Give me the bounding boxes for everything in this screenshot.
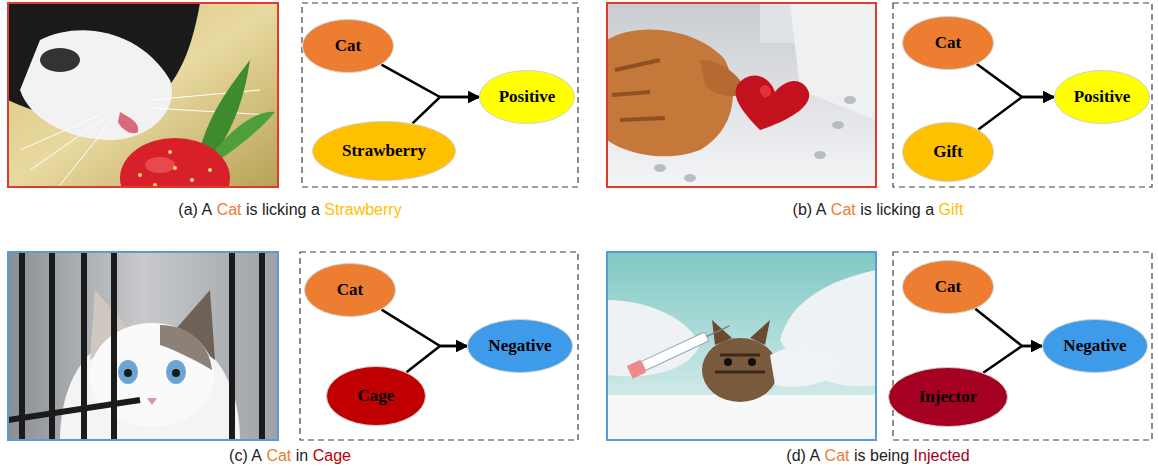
node-label: Positive bbox=[499, 88, 556, 107]
dashed-panel bbox=[300, 252, 578, 440]
ellipse-fill bbox=[303, 20, 394, 73]
photo-frame bbox=[8, 3, 278, 187]
node-label: Positive bbox=[1074, 88, 1131, 107]
caption-text: in bbox=[296, 447, 308, 465]
caption-text: (a) A bbox=[178, 201, 212, 219]
panel-caption: (a) A Catis licking aStrawberry bbox=[178, 201, 401, 219]
photo-cat-cage bbox=[8, 252, 278, 440]
ellipse-fill bbox=[305, 264, 396, 317]
caption-text: is licking a bbox=[860, 201, 934, 219]
photo-cat-gift bbox=[607, 3, 876, 187]
node-label: Strawberry bbox=[342, 142, 426, 161]
caption-text: Cage bbox=[313, 447, 351, 465]
node-label: Negative bbox=[488, 337, 551, 356]
panel-caption: (d) A Catis being Injected bbox=[786, 447, 969, 465]
caption-text: Injected bbox=[914, 447, 970, 465]
caption-text: (b) A bbox=[793, 201, 827, 219]
caption-text: Strawberry bbox=[324, 201, 401, 219]
concept-ellipse: Negative bbox=[1042, 319, 1148, 373]
ellipse-fill bbox=[903, 123, 994, 182]
dashed-panel bbox=[302, 3, 578, 187]
caption-text: Cat bbox=[266, 447, 291, 465]
merge-arrow bbox=[977, 64, 1054, 97]
caption-text: (c) A bbox=[229, 447, 262, 465]
caption-text: Gift bbox=[939, 201, 964, 219]
caption-text: Cat bbox=[825, 447, 850, 465]
concept-ellipse: Cage bbox=[326, 366, 426, 426]
photo-cat-strawberry bbox=[8, 3, 278, 187]
concept-ellipse: Positive bbox=[479, 70, 575, 124]
photo-frame bbox=[607, 252, 876, 440]
merge-arrow bbox=[382, 310, 467, 346]
caption-text: (d) A bbox=[786, 447, 820, 465]
ellipse-fill bbox=[1055, 71, 1150, 124]
concept-ellipse: Negative bbox=[467, 319, 573, 373]
panel-caption: (b) ACatis licking a Gift bbox=[793, 201, 964, 219]
merge-arrow bbox=[978, 97, 1054, 129]
merge-arrow bbox=[983, 346, 1042, 373]
caption-text: Cat bbox=[217, 201, 242, 219]
dashed-panel bbox=[893, 3, 1152, 187]
concept-ellipse: Cat bbox=[304, 263, 396, 317]
ellipse-fill bbox=[903, 17, 994, 70]
ellipse-fill bbox=[1043, 320, 1148, 373]
caption-text: is being bbox=[854, 447, 909, 465]
concept-ellipse: Positive bbox=[1054, 70, 1150, 124]
ellipse-fill bbox=[313, 122, 456, 181]
merge-arrow bbox=[975, 309, 1042, 346]
merge-arrow bbox=[413, 97, 479, 123]
ellipse-fill bbox=[903, 261, 994, 314]
node-label: Injector bbox=[919, 388, 978, 407]
merge-arrow bbox=[381, 65, 479, 97]
photo-frame bbox=[607, 3, 876, 187]
node-label: Cat bbox=[935, 34, 961, 53]
concept-ellipse: Injector bbox=[888, 367, 1008, 427]
concept-ellipse: Cat bbox=[902, 260, 994, 314]
merge-arrow bbox=[406, 346, 467, 372]
panel-caption: (c) ACatin Cage bbox=[229, 447, 351, 465]
ellipse-fill bbox=[468, 320, 573, 373]
concept-ellipse: Strawberry bbox=[312, 121, 456, 181]
concept-ellipse: Cat bbox=[902, 16, 994, 70]
node-label: Cat bbox=[335, 37, 361, 56]
caption-text: Cat bbox=[831, 201, 856, 219]
caption-text: is licking a bbox=[246, 201, 320, 219]
ellipse-fill bbox=[889, 368, 1008, 427]
node-label: Cat bbox=[935, 278, 961, 297]
ellipse-fill bbox=[480, 71, 575, 124]
node-label: Gift bbox=[933, 143, 962, 162]
node-label: Cat bbox=[337, 281, 363, 300]
concept-ellipse: Gift bbox=[902, 122, 994, 182]
node-label: Negative bbox=[1063, 337, 1126, 356]
node-label: Cage bbox=[358, 387, 395, 406]
photo-frame bbox=[8, 252, 278, 440]
ellipse-fill bbox=[327, 367, 426, 426]
photo-cat-injection bbox=[607, 252, 876, 440]
concept-ellipse: Cat bbox=[302, 19, 394, 73]
